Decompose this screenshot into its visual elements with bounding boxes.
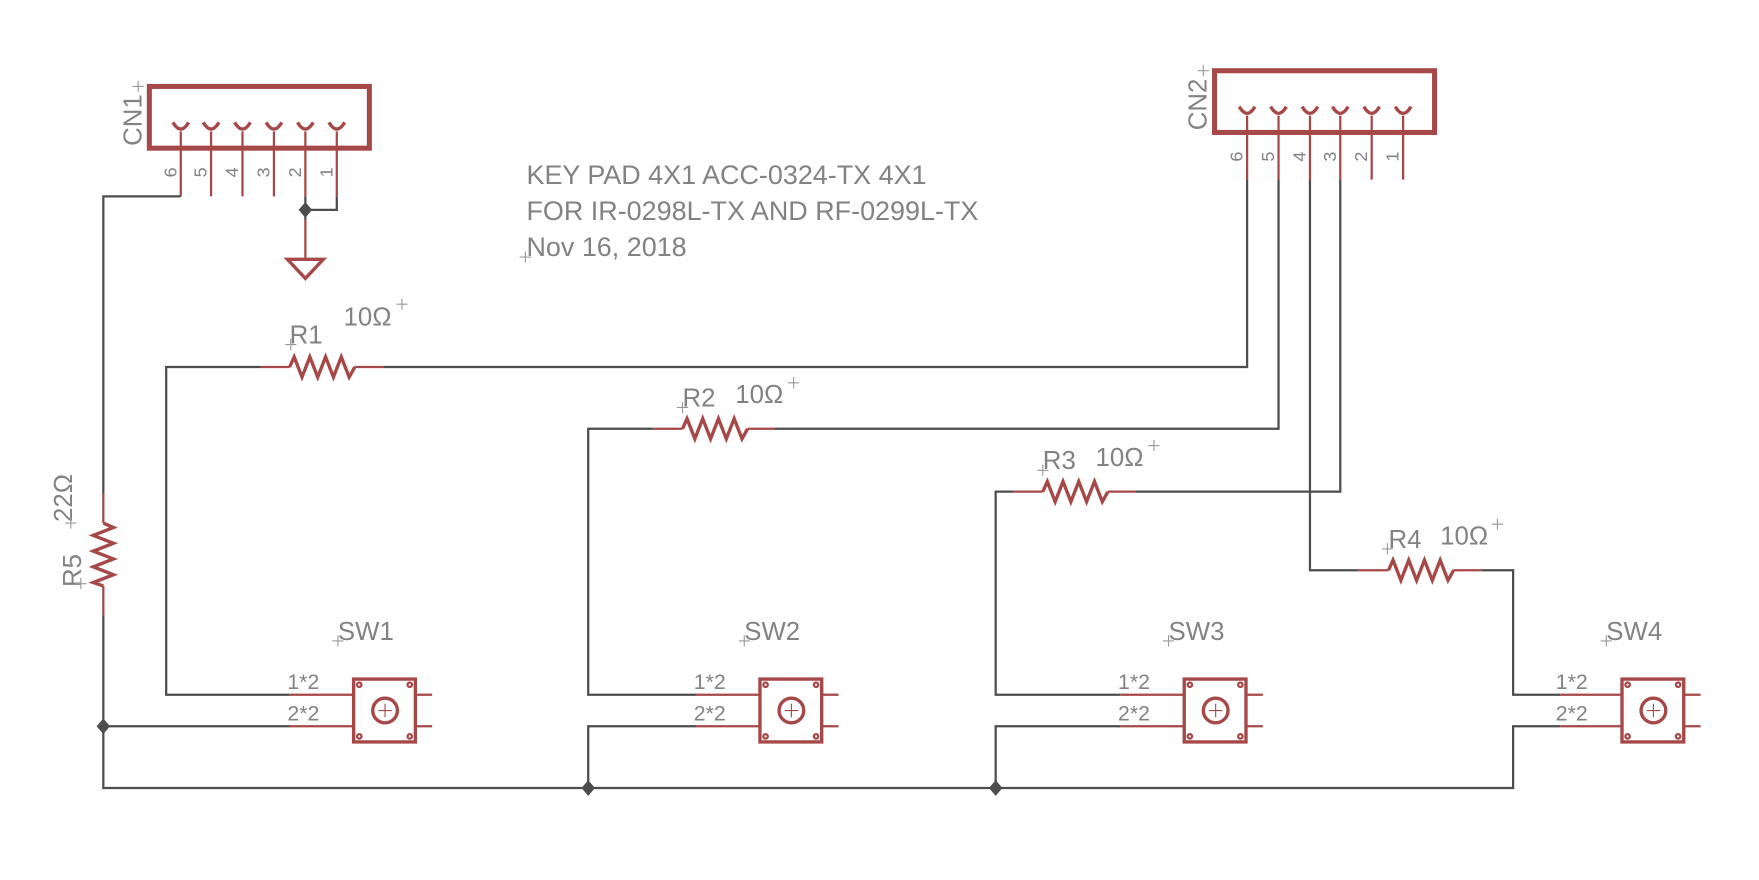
- resistor-r5[interactable]: R5 22Ω: [50, 474, 119, 616]
- wire-sw3-pin2: [994, 725, 1121, 788]
- origin-marker: [676, 401, 689, 414]
- junction-dot: [298, 202, 313, 218]
- wire-sw2-pin2: [587, 725, 696, 788]
- cn1-label: CN1: [119, 94, 147, 146]
- junction-dot: [581, 780, 595, 796]
- sw4-pin1-label: 1*2: [1556, 670, 1588, 694]
- origin-marker: [1491, 518, 1504, 530]
- r2-label: R2: [683, 384, 716, 412]
- origin-marker: [1381, 543, 1394, 555]
- origin-marker: [1600, 635, 1612, 647]
- wire-cn2-pin4-r4: [1308, 179, 1359, 572]
- wire-cn1-pin6: [102, 195, 181, 494]
- origin-marker: [65, 517, 77, 529]
- connector-cn2[interactable]: CN2 6 5 4 3 2 1: [1185, 65, 1438, 180]
- origin-marker: [396, 298, 408, 310]
- wire-cn2-pin3-r3: [1135, 179, 1342, 493]
- cn1-pins: [171, 121, 347, 197]
- cn1-pin-2: 2: [285, 167, 305, 177]
- cn2-pin-5: 5: [1258, 152, 1278, 162]
- sw1-pin1-label: 1*2: [287, 670, 319, 694]
- origin-marker: [1148, 439, 1160, 452]
- origin-marker: [132, 80, 144, 93]
- cn2-body: [1212, 68, 1438, 135]
- sw1-pin2-label: 2*2: [287, 702, 319, 726]
- r1-label: R1: [290, 321, 323, 349]
- sw3-pin2-label: 2*2: [1118, 702, 1150, 726]
- resistor-r3[interactable]: R3 10Ω: [1013, 439, 1160, 507]
- wire-r4-sw4: [1481, 569, 1561, 696]
- wire-r3-sw3: [994, 490, 1121, 696]
- origin-marker: [1037, 464, 1049, 476]
- sw2-label: SW2: [744, 618, 800, 646]
- origin-marker: [519, 251, 531, 263]
- sw1-label: SW1: [338, 618, 394, 646]
- r4-value: 10Ω: [1440, 522, 1488, 550]
- r3-label: R3: [1043, 447, 1076, 475]
- wire-cn2-pin6-r1: [383, 179, 1249, 369]
- cn2-pin-2: 2: [1351, 152, 1371, 162]
- origin-marker: [285, 338, 297, 351]
- sw3-label: SW3: [1169, 618, 1225, 646]
- connector-cn1[interactable]: CN1 6 5 4 3 2 1: [119, 80, 372, 197]
- cn1-pin-6: 6: [160, 167, 180, 177]
- sw4-label: SW4: [1606, 618, 1662, 646]
- origin-marker: [788, 377, 800, 389]
- wires: [102, 179, 1561, 790]
- r2-value: 10Ω: [735, 381, 783, 409]
- junction-dot: [988, 780, 1003, 796]
- switch-sw3[interactable]: SW3 1*2 2*2: [1118, 618, 1263, 744]
- origin-marker: [75, 578, 87, 590]
- cn2-label: CN2: [1185, 79, 1213, 131]
- wire-cn2-pin5-r2: [774, 179, 1280, 430]
- title-block: KEY PAD 4X1 ACC-0324-TX 4X1 FOR IR-0298L…: [519, 160, 978, 263]
- r1-value: 10Ω: [344, 304, 392, 332]
- origin-marker: [1197, 65, 1209, 77]
- origin-marker: [1162, 635, 1175, 647]
- sw2-pin1-label: 1*2: [694, 670, 726, 694]
- sw3-pin1-label: 1*2: [1118, 670, 1150, 694]
- r3-value: 10Ω: [1096, 444, 1144, 472]
- title-line-1: KEY PAD 4X1 ACC-0324-TX 4X1: [526, 160, 926, 190]
- ground-icon: [283, 219, 328, 281]
- wire-r1-sw1: [165, 365, 290, 696]
- cn2-pin-4: 4: [1289, 152, 1309, 162]
- cn2-pins: [1237, 105, 1413, 180]
- cn1-pin-1: 1: [316, 167, 336, 177]
- cn2-pin-1: 1: [1383, 152, 1403, 162]
- switch-sw1[interactable]: SW1 1*2 2*2: [287, 618, 433, 744]
- cn2-pin-6: 6: [1227, 152, 1247, 162]
- switch-sw4[interactable]: SW4 1*2 2*2: [1556, 618, 1701, 744]
- cn1-body: [146, 83, 372, 151]
- r5-value: 22Ω: [50, 474, 78, 522]
- cn1-pin-4: 4: [222, 167, 242, 177]
- resistor-r2[interactable]: R2 10Ω: [653, 377, 800, 444]
- cn2-pin-3: 3: [1320, 152, 1340, 162]
- sw4-pin2-label: 2*2: [1556, 702, 1588, 726]
- wire-ground-bus: [102, 615, 1561, 790]
- resistor-r4[interactable]: R4 10Ω: [1358, 518, 1504, 585]
- title-date: Nov 16, 2018: [526, 232, 686, 262]
- origin-marker: [332, 635, 344, 647]
- r4-label: R4: [1389, 526, 1422, 554]
- r5-label: R5: [59, 554, 87, 587]
- switch-sw2[interactable]: SW2 1*2 2*2: [694, 618, 839, 744]
- cn1-pin-3: 3: [253, 167, 273, 177]
- resistor-r1[interactable]: R1 10Ω: [260, 298, 408, 382]
- origin-marker: [738, 635, 750, 647]
- title-line-2: FOR IR-0298L-TX AND RF-0299L-TX: [526, 196, 978, 226]
- cn1-pin-5: 5: [191, 167, 211, 177]
- junctions: [96, 202, 1003, 796]
- junction-dot: [96, 718, 111, 735]
- wire-r2-sw2: [587, 427, 696, 696]
- sw2-pin2-label: 2*2: [694, 702, 726, 726]
